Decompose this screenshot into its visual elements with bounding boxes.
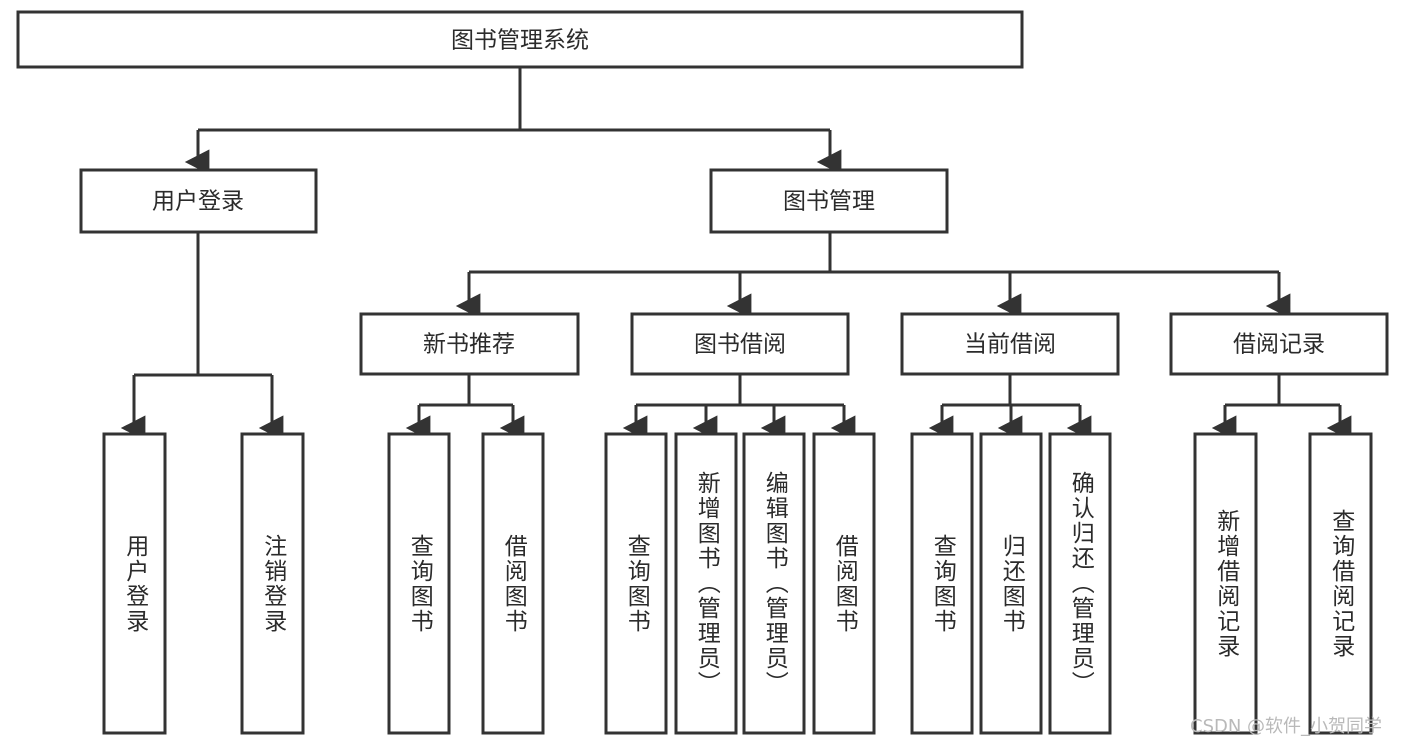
node-new-book-recommend[interactable]: 新书推荐 (359, 312, 580, 376)
node-leaf-confirm-return-box[interactable] (1048, 432, 1112, 735)
node-book-management-label: 图书管理 (783, 189, 875, 215)
node-leaf-edit-book-box[interactable] (742, 432, 806, 735)
node-leaf-query-record-box[interactable] (1308, 432, 1373, 735)
node-group: 图书管理系统 用户登录 图书管理 新书推荐 图书借阅 当前 (16, 10, 1389, 735)
node-current-borrow-label: 当前借阅 (964, 332, 1056, 358)
node-user-login[interactable]: 用户登录 (79, 168, 318, 234)
node-leaf-query-book-3-box[interactable] (910, 432, 974, 735)
node-leaf-logout-login-box[interactable] (240, 432, 305, 735)
node-leaf-query-book-2-box[interactable] (604, 432, 668, 735)
node-borrow-record[interactable]: 借阅记录 (1169, 312, 1389, 376)
csdn-watermark: CSDN @软件_小贺同学 (1190, 716, 1383, 737)
node-borrow-record-label: 借阅记录 (1233, 332, 1325, 358)
node-leaf-user-login-box[interactable] (102, 432, 167, 735)
node-borrow-record-box[interactable] (1169, 312, 1389, 376)
node-root[interactable]: 图书管理系统 (16, 10, 1024, 69)
node-new-book-recommend-label: 新书推荐 (423, 332, 515, 358)
node-leaf-return-book-box[interactable] (979, 432, 1043, 735)
node-root-box[interactable] (16, 10, 1024, 69)
node-current-borrow[interactable]: 当前借阅 (900, 312, 1120, 376)
node-book-borrow-label: 图书借阅 (694, 332, 786, 358)
node-user-login-box[interactable] (79, 168, 318, 234)
node-current-borrow-box[interactable] (900, 312, 1120, 376)
node-book-management[interactable]: 图书管理 (709, 168, 949, 234)
node-leaf-borrow-book-1-box[interactable] (481, 432, 545, 735)
node-new-book-recommend-box[interactable] (359, 312, 580, 376)
node-leaf-add-record-box[interactable] (1193, 432, 1258, 735)
node-book-borrow[interactable]: 图书借阅 (630, 312, 850, 376)
connector-group (120, 67, 1352, 441)
node-book-borrow-box[interactable] (630, 312, 850, 376)
node-leaf-borrow-book-2-box[interactable] (812, 432, 876, 735)
node-leaf-add-book-box[interactable] (674, 432, 738, 735)
node-user-login-label: 用户登录 (152, 189, 244, 215)
node-root-label: 图书管理系统 (451, 28, 589, 54)
node-book-management-box[interactable] (709, 168, 949, 234)
node-leaf-query-book-1-box[interactable] (387, 432, 451, 735)
